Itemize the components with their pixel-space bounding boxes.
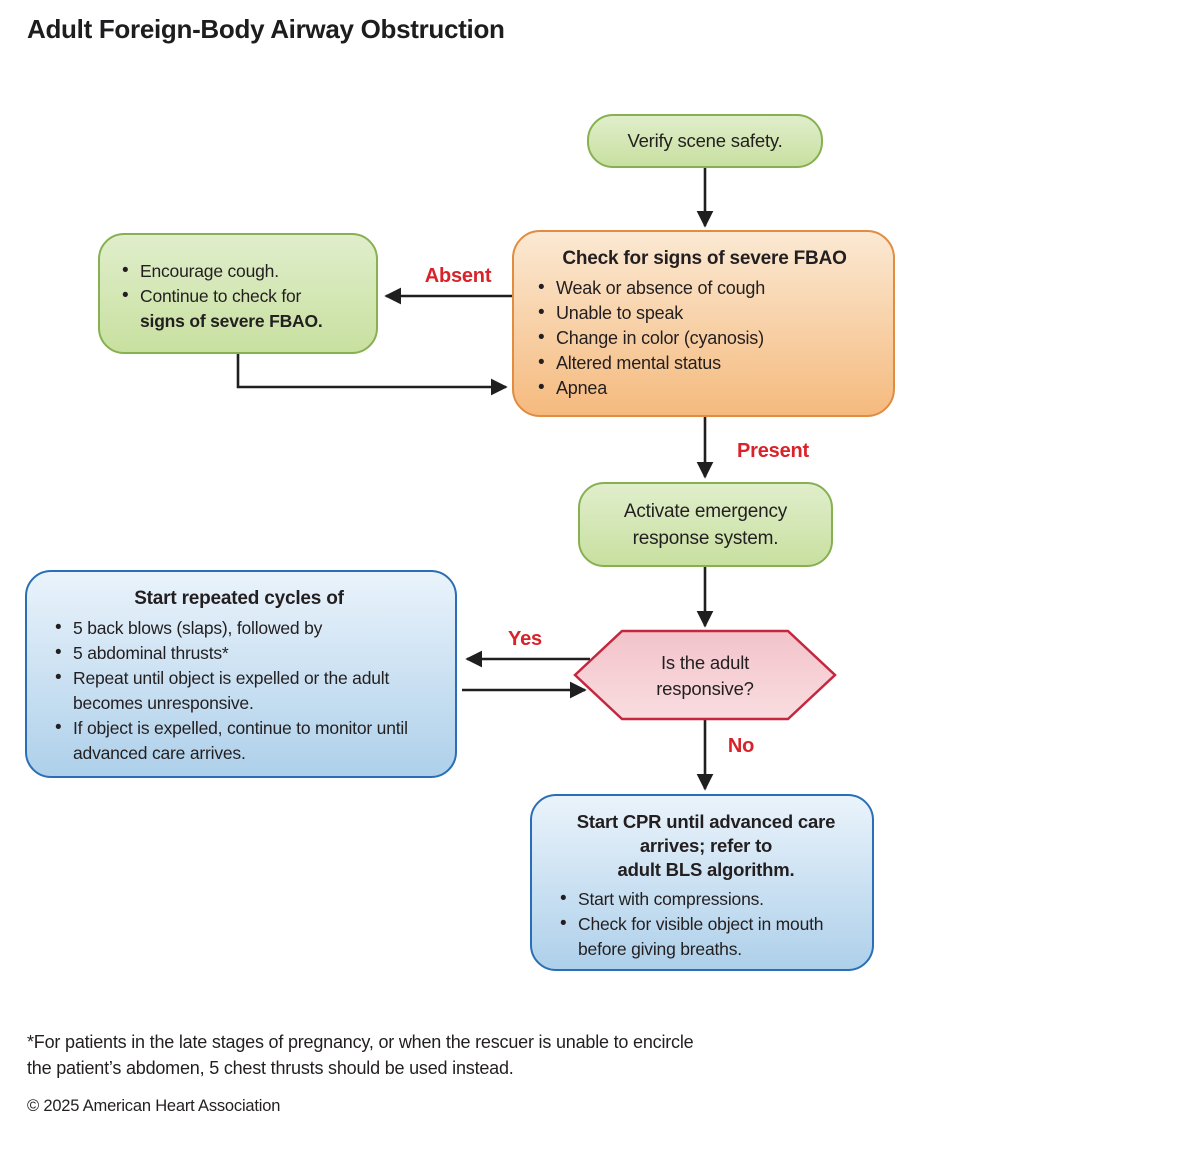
cycles-bullet: Repeat until object is expelled or the a… (47, 665, 431, 716)
encourage-bullet-bold: signs of severe FBAO. (140, 310, 323, 331)
check-heading: Check for signs of severe FBAO (562, 248, 847, 269)
cycles-bullet-list: 5 back blows (slaps), followed by 5 abdo… (47, 615, 431, 766)
check-bullet: Altered mental status (530, 350, 879, 376)
activate-line: response system. (632, 527, 779, 549)
cycles-bullet: 5 back blows (slaps), followed by (47, 615, 431, 641)
encourage-bullet: Continue to check for signs of severe FBA… (114, 283, 368, 334)
verify-label: Verify scene safety. (627, 130, 783, 151)
cycles-heading: Start repeated cycles of (134, 588, 344, 609)
encourage-bullet-list: Encourage cough. Continue to check for si… (114, 258, 368, 334)
footnote-line: the patient’s abdomen, 5 chest thrusts s… (27, 1058, 514, 1078)
label-no: No (727, 735, 755, 757)
node-is-adult-responsive: Is the adult responsive? (575, 631, 835, 720)
node-start-repeated-cycles: Start repeated cycles of 5 back blows (s… (25, 570, 457, 778)
label-yes: Yes (508, 628, 542, 650)
node-encourage-cough: Encourage cough. Continue to check for si… (98, 233, 378, 354)
node-start-cpr: Start CPR until advanced care arrives; r… (530, 794, 874, 971)
label-present: Present (737, 440, 809, 462)
cpr-bullet: Start with compressions. (552, 886, 860, 912)
check-bullet: Weak or absence of cough (530, 275, 879, 301)
cycles-bullet: If object is expelled, continue to monit… (47, 715, 431, 766)
check-bullet: Change in color (cyanosis) (530, 325, 879, 351)
activate-line: Activate emergency (623, 500, 788, 522)
footnote: *For patients in the late stages of preg… (27, 1029, 694, 1081)
decision-hexagon (573, 629, 837, 721)
label-absent: Absent (424, 265, 492, 287)
cpr-heading-line: Start CPR until advanced care (576, 811, 836, 832)
responsive-line: Is the adult (660, 651, 750, 673)
cpr-bullet: Check for visible object in mouth before… (552, 911, 860, 962)
copyright-notice: © 2025 American Heart Association (27, 1097, 281, 1115)
check-bullet: Unable to speak (530, 300, 879, 326)
cpr-bullet-list: Start with compressions. Check for visib… (552, 886, 860, 962)
cpr-heading-line: arrives; refer to (639, 835, 773, 856)
check-bullet-list: Weak or absence of cough Unable to speak… (530, 275, 879, 401)
node-verify-scene-safety: Verify scene safety. (587, 114, 823, 168)
footnote-line: *For patients in the late stages of preg… (27, 1032, 694, 1052)
cpr-heading-line: adult BLS algorithm. (617, 859, 795, 880)
node-check-severe-fbao: Check for signs of severe FBAO Weak or a… (512, 230, 895, 417)
node-activate-emergency-response: Activate emergency response system. (578, 482, 833, 567)
encourage-bullet: Encourage cough. (114, 258, 368, 284)
arrow-encourage-back-to-check (236, 354, 508, 396)
page-title: Adult Foreign-Body Airway Obstruction (27, 14, 505, 44)
responsive-line: responsive? (656, 677, 754, 699)
check-bullet: Apnea (530, 375, 879, 401)
encourage-bullet-normal: Continue to check for (140, 285, 302, 306)
cycles-bullet: 5 abdominal thrusts* (47, 640, 431, 666)
